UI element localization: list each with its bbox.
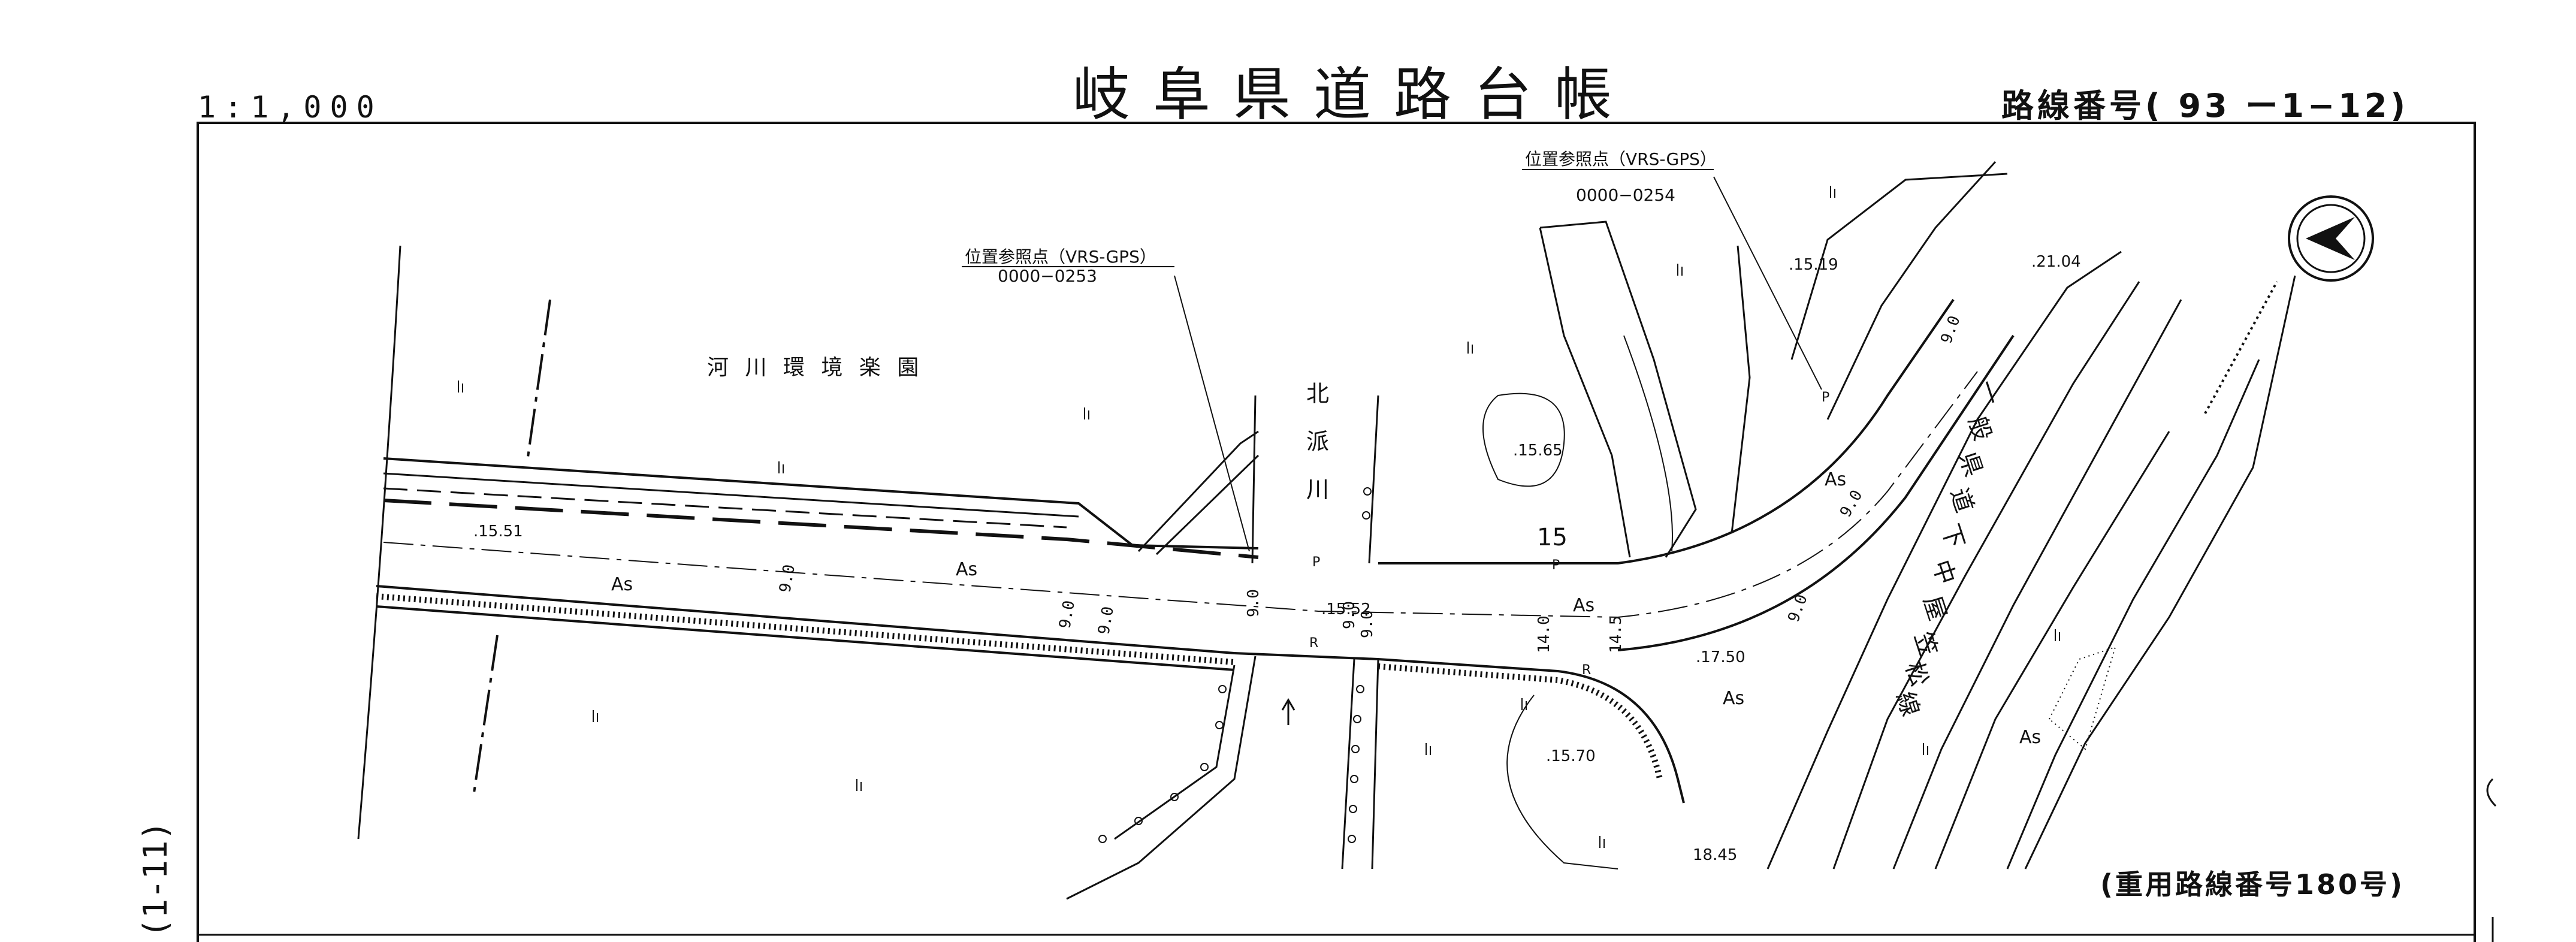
svg-text:.15.51: .15.51 [473, 523, 523, 541]
svg-text:線: 線 [1891, 689, 1924, 720]
svg-text:松: 松 [1899, 659, 1933, 690]
svg-text:As: As [956, 559, 977, 580]
svg-text:.15.52: .15.52 [1321, 600, 1371, 618]
svg-text:.15.65: .15.65 [1513, 442, 1563, 460]
svg-text:.21.04: .21.04 [2031, 253, 2081, 271]
svg-text:9.0: 9.0 [1056, 599, 1079, 630]
svg-text:.15.19: .15.19 [1789, 256, 1838, 274]
main-road [376, 298, 2015, 804]
surface-labels: As As As As As As As [611, 469, 2041, 748]
svg-text:P: P [1822, 390, 1829, 405]
svg-text:9.0: 9.0 [1837, 487, 1866, 521]
svg-text:9.0: 9.0 [1340, 601, 1358, 629]
svg-text:P: P [1312, 555, 1320, 570]
vegetation-marks [458, 186, 2060, 848]
ref-point-label-2: 位置参照点（VRS-GPS） [1525, 149, 1717, 169]
svg-text:県: 県 [1953, 449, 1987, 480]
slope-hatching [1539, 161, 2296, 869]
map-scale: 1:1,000 [198, 90, 383, 125]
svg-text:14.5: 14.5 [1607, 615, 1625, 653]
symbols: P P P R R [1309, 390, 1829, 678]
svg-text:9.0: 9.0 [1095, 605, 1118, 636]
svg-text:18.45: 18.45 [1693, 846, 1737, 864]
map-frame [197, 122, 2476, 942]
svg-text:As: As [1573, 595, 1594, 616]
ref-point-code-1: 0000−0253 [998, 266, 1097, 286]
flow-arrow-icon [1281, 698, 1295, 725]
svg-text:9.0: 9.0 [776, 563, 799, 594]
svg-text:下: 下 [1935, 521, 1969, 552]
place-label: 河 川 環 境 楽 園 [707, 355, 923, 380]
svg-text:As: As [611, 574, 633, 595]
svg-text:As: As [1723, 688, 1744, 709]
contour-label: 15 [1537, 524, 1568, 551]
svg-text:笠: 笠 [1908, 629, 1942, 660]
road-name: 一 般 県 道 下 中 屋 笠 松 線 [1891, 377, 2005, 720]
svg-text:R: R [1582, 663, 1591, 678]
svg-text:中: 中 [1926, 557, 1960, 588]
svg-text:屋: 屋 [1917, 593, 1951, 624]
contours [1482, 335, 1673, 869]
svg-text:.17.50: .17.50 [1696, 648, 1745, 666]
elevations: .15.51 .15.52 .15.65 .15.19 .21.04 .17.5… [473, 253, 2081, 864]
svg-text:As: As [1825, 469, 1846, 490]
route-number: 路線番号( 93 ー1−12) [2001, 87, 2409, 125]
river-name-3: 川 [1306, 476, 1329, 503]
svg-text:9.0: 9.0 [1245, 589, 1263, 617]
svg-text:14.0: 14.0 [1535, 615, 1553, 653]
north-arrow-icon [2288, 195, 2374, 282]
svg-text:9.0: 9.0 [1784, 592, 1811, 624]
river-name-1: 北 [1306, 381, 1329, 407]
north-branch-river [1066, 395, 1379, 900]
river-name-2: 派 [1306, 428, 1329, 455]
svg-text:一: 一 [1971, 377, 2005, 408]
svg-text:.15.70: .15.70 [1546, 747, 1596, 765]
svg-text:道: 道 [1944, 485, 1978, 516]
overlap-route-note: (重用路線番号180号) [2100, 868, 2405, 901]
ref-point-code-2: 0000−0254 [1576, 185, 1675, 205]
svg-text:As: As [2019, 727, 2041, 748]
svg-text:P: P [1552, 558, 1560, 573]
svg-text:9.0: 9.0 [1358, 610, 1376, 638]
ref-point-label-1: 位置参照点（VRS-GPS） [965, 247, 1156, 267]
svg-text:R: R [1309, 636, 1318, 651]
page-title: 岐阜県道路台帳 [1073, 61, 1635, 128]
